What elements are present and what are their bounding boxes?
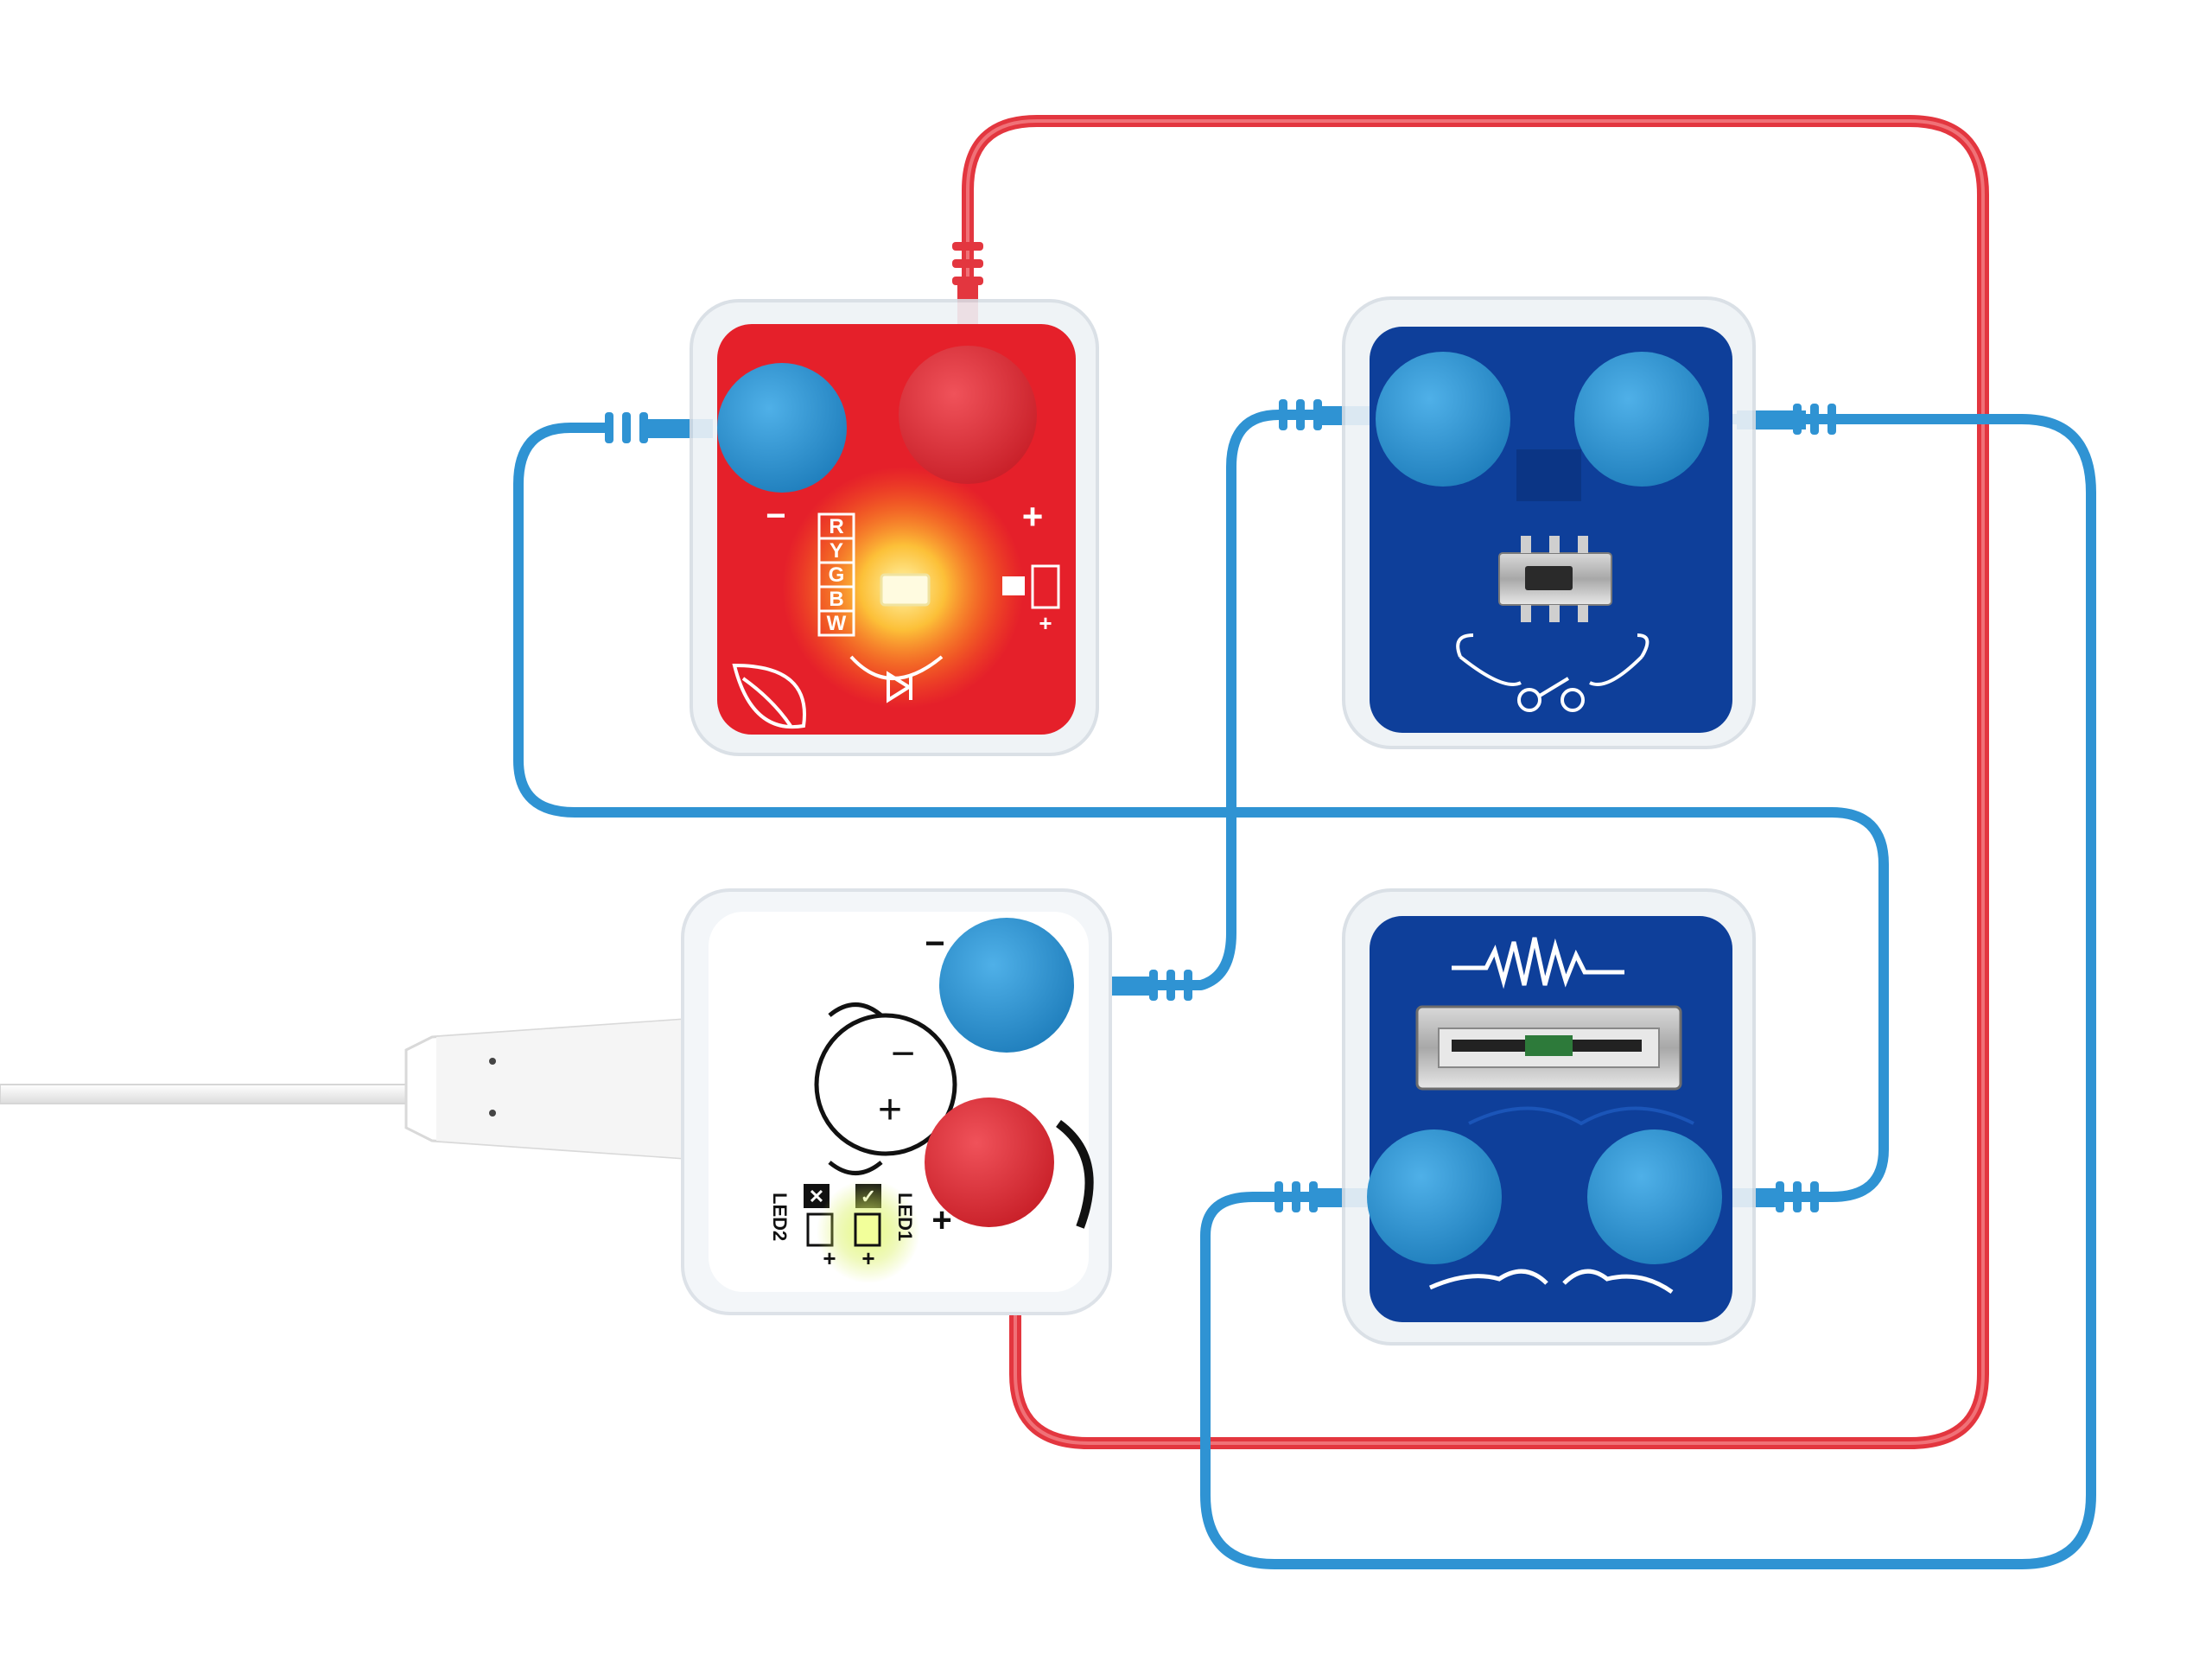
led2-label: LED2 <box>769 1193 791 1241</box>
switch-right-button[interactable] <box>1574 352 1709 487</box>
color-option-r: R <box>829 515 843 538</box>
color-option-g: G <box>829 563 845 587</box>
resistor-wave-icon <box>1452 937 1624 989</box>
usb-cable <box>0 1018 779 1160</box>
led-pad-plus: + <box>1039 610 1052 636</box>
color-selector <box>817 512 855 637</box>
face-plus: + <box>878 1087 902 1133</box>
switch-module <box>1342 296 1756 749</box>
led1-label: LED1 <box>894 1193 916 1241</box>
led-plus-button[interactable] <box>899 346 1037 484</box>
slider-left-button[interactable] <box>1367 1129 1502 1264</box>
small-plus-1: + <box>823 1245 836 1271</box>
slide-potentiometer[interactable] <box>1415 1005 1682 1091</box>
led-plus-label: + <box>1022 496 1044 537</box>
color-option-y: Y <box>830 539 843 563</box>
color-option-w: W <box>827 612 847 635</box>
led-minus-label: − <box>766 497 785 535</box>
led-module: R Y G B W + − + <box>690 299 1099 756</box>
color-option-b: B <box>829 588 843 611</box>
blue-wire-switch-to-slider <box>1200 414 2096 1569</box>
switch-left-button[interactable] <box>1376 352 1510 487</box>
leaf-doodle-icon <box>732 663 806 729</box>
slider-module <box>1342 888 1756 1346</box>
small-plus-2: + <box>861 1245 874 1271</box>
power-minus-button[interactable] <box>939 918 1074 1053</box>
power-module: − + ✕ ✓ + + LED1 LED2 − + <box>681 888 1112 1315</box>
slider-knob[interactable] <box>1525 1035 1573 1056</box>
face-minus: − <box>891 1031 915 1077</box>
slider-right-button[interactable] <box>1587 1129 1722 1264</box>
wires <box>513 115 2096 1569</box>
slide-switch-icon[interactable] <box>1498 536 1612 622</box>
blue-wire-led-to-slider <box>513 423 1889 1202</box>
blue-wire-switch-to-power <box>1144 410 1353 990</box>
power-minus-label: − <box>925 925 944 963</box>
cross-mark: ✕ <box>809 1186 824 1207</box>
led-minus-button[interactable] <box>717 363 847 493</box>
diode-symbol-icon <box>849 655 944 703</box>
power-plus-button[interactable] <box>925 1098 1054 1227</box>
face-doodle-icon <box>814 1002 957 1175</box>
switch-symbol-icon <box>1456 633 1649 712</box>
